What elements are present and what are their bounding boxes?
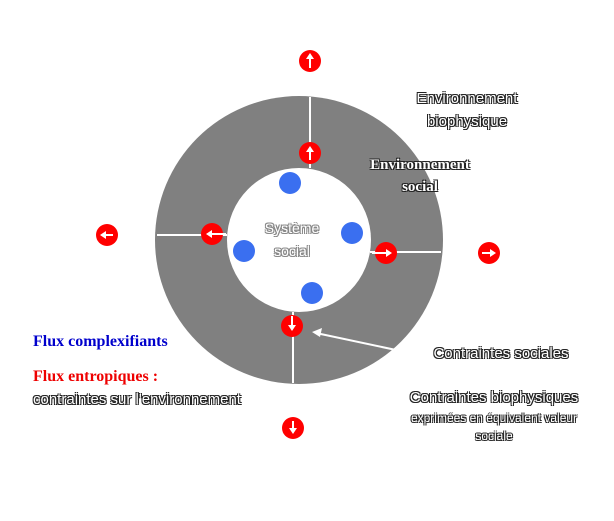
legend-flux-entropiques: Flux entropiques : xyxy=(33,368,159,385)
blue-flux-circle xyxy=(341,222,363,244)
label-systeme-line1: Système xyxy=(264,220,320,236)
legend-flux-complexifiants: Flux complexifiants xyxy=(33,333,168,350)
red-flux-inner-right xyxy=(372,242,397,264)
red-flux-inner-top xyxy=(299,142,321,164)
label-env-social-line1: Environnement xyxy=(370,157,470,173)
label-systeme-line2: social xyxy=(274,242,310,259)
blue-flux-circle xyxy=(233,240,255,262)
label-contraintes-sociales: Contraintes sociales xyxy=(406,345,596,364)
red-flux-outer-right xyxy=(478,242,500,264)
pointer-arrowhead xyxy=(312,328,322,337)
pointer-line xyxy=(315,332,397,351)
label-env-biophysique-line2: biophysique xyxy=(426,112,508,130)
red-flux-outer-bottom xyxy=(282,417,304,439)
label-contraintes-bio-line3: sociale xyxy=(475,428,513,443)
label-systeme-social: Système social xyxy=(247,220,337,260)
inner-disk xyxy=(227,168,371,312)
legend-contraintes-environnement: contraintes sur l'environnement xyxy=(33,391,241,408)
red-flux-inner-bottom xyxy=(281,315,303,337)
label-env-biophysique: Environnement biophysique xyxy=(392,90,542,132)
label-env-social-line2: social xyxy=(402,178,438,195)
blue-flux-circle xyxy=(279,172,301,194)
label-contraintes-biophysiques: Contraintes biophysiques exprimées en éq… xyxy=(380,389,608,444)
red-flux-outer-left xyxy=(96,224,118,246)
label-env-social: Environnement social xyxy=(352,156,488,197)
label-env-biophysique-line1: Environnement xyxy=(416,90,518,107)
label-contraintes-bio-line2: exprimées en équivalent valeur xyxy=(410,410,578,425)
red-flux-outer-top xyxy=(299,50,321,72)
label-contraintes-sociales-text: Contraintes sociales xyxy=(433,345,569,362)
blue-flux-circle xyxy=(301,282,323,304)
red-flux-inner-left xyxy=(201,223,226,245)
label-contraintes-bio-line1: Contraintes biophysiques xyxy=(409,389,579,406)
